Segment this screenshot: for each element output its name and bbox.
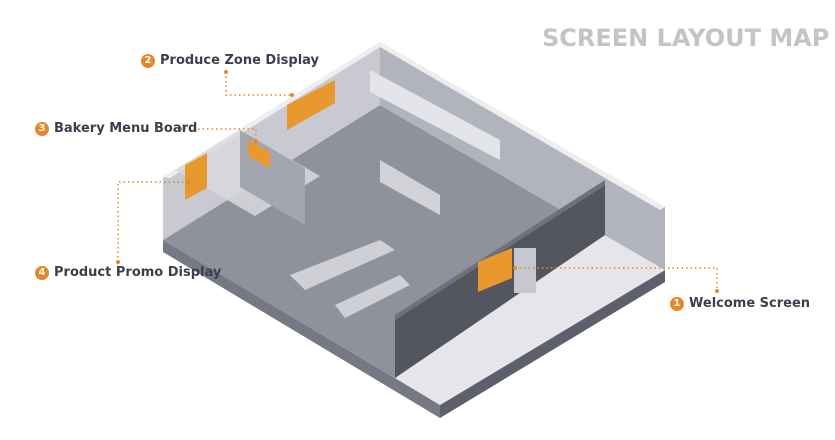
callout-label: Bakery Menu Board [54, 121, 198, 136]
bakery-menu-board-screen [248, 140, 270, 168]
leader-line-welcome [515, 267, 718, 291]
callout-product-promo-display: 4 Product Promo Display [35, 265, 221, 280]
leader-line-produce [225, 72, 292, 96]
callout-label: Welcome Screen [689, 296, 811, 311]
checkout-counter [290, 240, 395, 290]
callout-number-badge: 4 [35, 265, 49, 280]
shelf [370, 70, 500, 160]
checkout-counter [335, 275, 410, 318]
page-title: SCREEN LAYOUT MAP [542, 24, 830, 52]
callout-number-badge: 3 [35, 121, 49, 136]
platform-front-right [440, 270, 665, 418]
callout-produce-zone-display: 2 Produce Zone Display [141, 53, 319, 68]
welcome-screen [478, 248, 512, 292]
produce-zone-display-screen [287, 80, 335, 130]
callout-label: Produce Zone Display [160, 53, 320, 68]
platform-front-left [163, 240, 440, 418]
shelf [380, 160, 440, 215]
callout-label: Product Promo Display [54, 265, 222, 280]
callout-bakery-menu-board: 3 Bakery Menu Board [35, 121, 197, 136]
callout-welcome-screen: 1 Welcome Screen [670, 296, 810, 311]
kiosk [514, 248, 536, 293]
wall-top-right [380, 42, 665, 210]
entrance-wall-top [395, 180, 605, 320]
entrance-floor [395, 235, 665, 405]
leader-line-promo [117, 181, 188, 262]
callout-number-badge: 2 [141, 53, 155, 68]
callout-number-badge: 1 [670, 296, 684, 311]
product-promo-display-screen [185, 153, 207, 200]
